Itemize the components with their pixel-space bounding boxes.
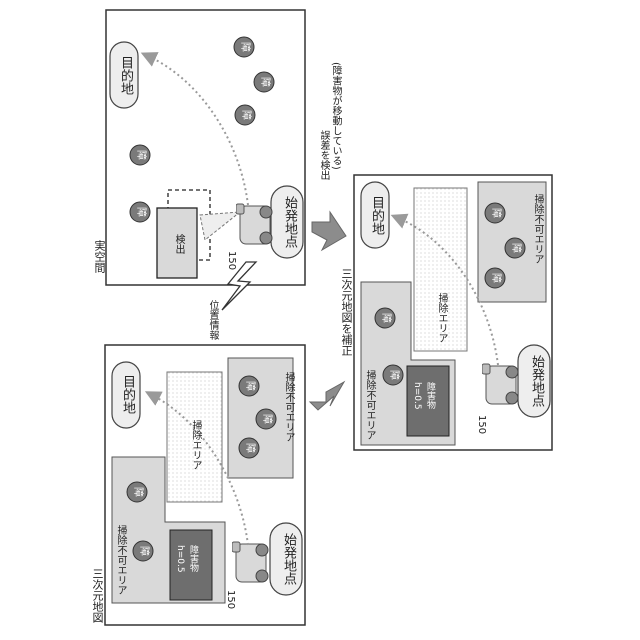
obstacle-glyph: 障 [132,486,142,498]
robot-2 [236,204,272,244]
robot-3 [482,364,518,404]
ref-number-1: 150 [225,590,236,609]
obstacle-name-1: 障害物 [187,545,200,572]
ref-number-2: 150 [226,251,237,270]
map-label: 三次元地図 [89,568,105,623]
obstacle-height-3: h=0.5 [412,382,422,410]
obstacle-glyph: 障 [259,76,269,88]
no-clean-text-4: 掃除不可エリア [362,370,377,440]
position-info-label: 位置情報 [205,300,220,340]
real-space-panel [106,10,305,285]
obstacle-glyph: 障 [388,369,398,381]
destination-text-1: 目的地 [118,375,137,414]
obstacle-glyph: 障 [510,242,520,254]
arrow-correct [310,382,344,410]
no-clean-text-3: 掃除不可エリア [530,194,545,264]
clean-text-3: 掃除エリア [434,293,449,343]
ref-number-3: 150 [476,415,487,434]
obstacle-glyph: 障 [261,413,271,425]
obstacle-height-1: h=0.5 [175,545,185,573]
clean-text-1: 掃除エリア [188,420,203,470]
obstacle-glyph: 障 [490,207,500,219]
destination-text-2: 目的地 [116,56,135,95]
no-clean-text-2: 掃除不可エリア [281,372,296,442]
obstacle-glyph: 障 [240,109,250,121]
obstacle-glyph: 障 [239,41,249,53]
arrow-detect [312,212,346,250]
obstacle-glyph: 障 [135,206,145,218]
no-clean-text-1: 掃除不可エリア [113,525,128,595]
correct-label: 三次元地図を補正 [338,268,354,356]
obstacle-glyph: 障 [380,312,390,324]
destination-text-3: 目的地 [367,196,386,235]
obstacle-name-3: 障害物 [424,382,437,409]
start-text-2: 始発地点 [280,196,299,248]
detected-text: 検出 [171,234,186,254]
robot-1 [232,542,268,582]
start-text-1: 始発地点 [279,533,298,585]
start-text-3: 始発地点 [527,355,546,407]
obstacle-glyph: 障 [490,272,500,284]
real-space-label: 実空間 [91,240,107,273]
obstacle-glyph: 障 [244,442,254,454]
obstacle-glyph: 障 [138,545,148,557]
detect-note: (障害物が移動している) [328,62,343,170]
obstacle-glyph: 障 [244,380,254,392]
obstacle-glyph: 障 [135,149,145,161]
